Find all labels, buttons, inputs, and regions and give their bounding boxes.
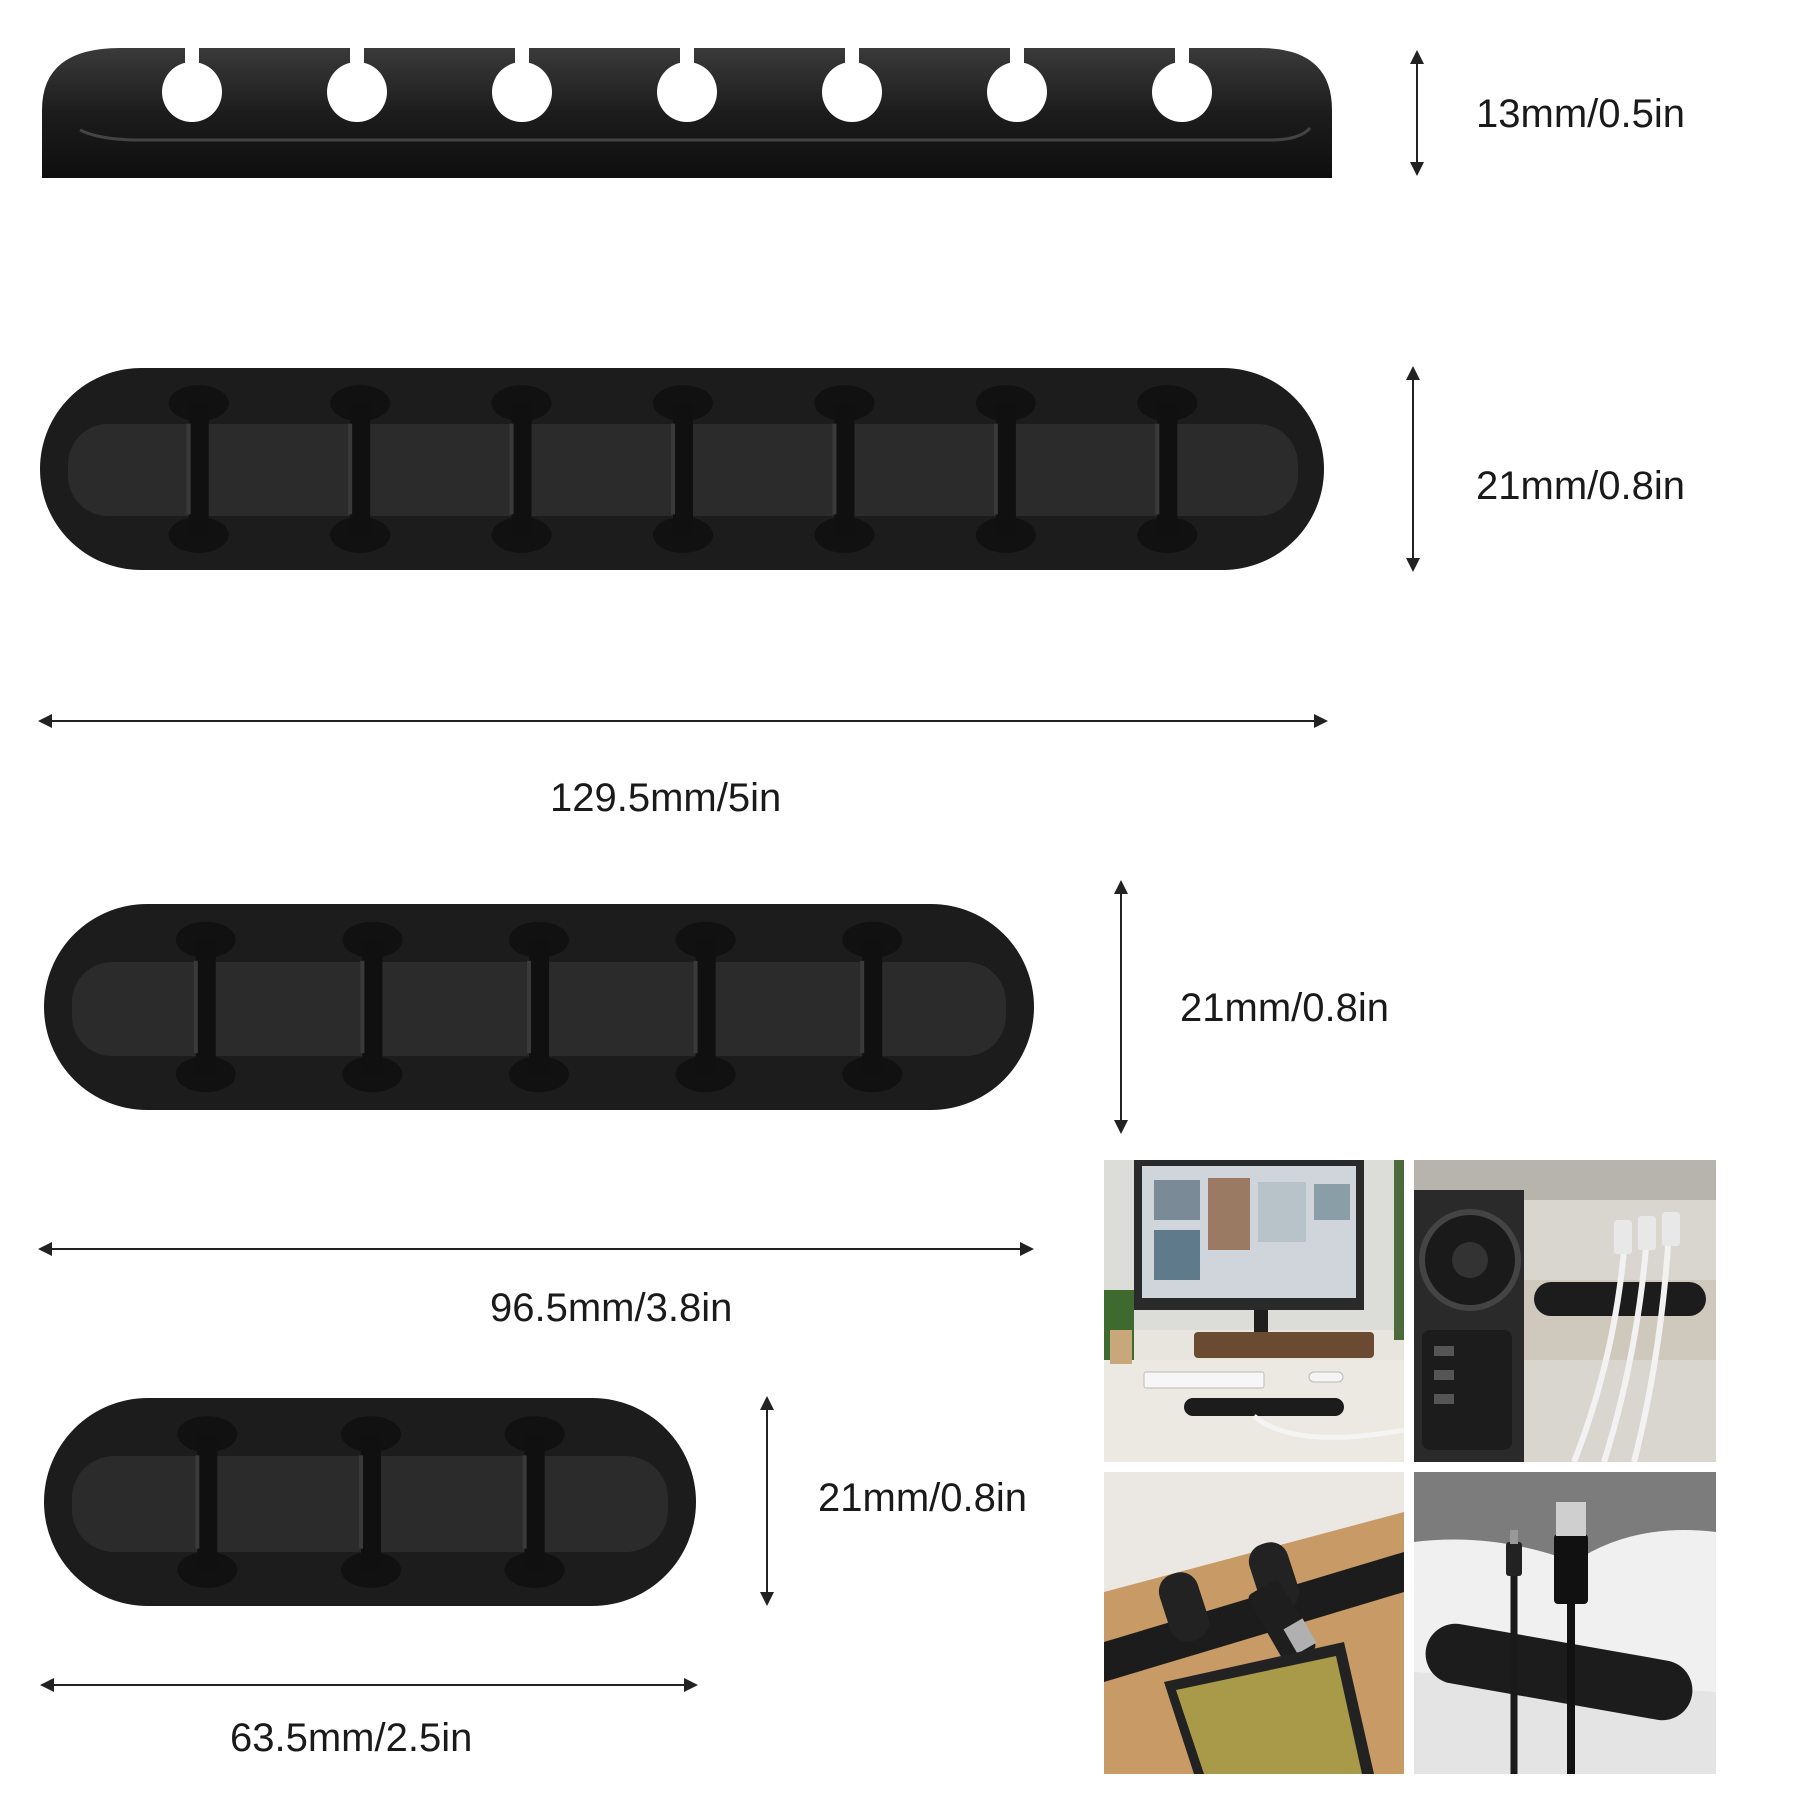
photo-car-dashboard — [1414, 1160, 1716, 1462]
short-width-label: 63.5mm/2.5in — [230, 1716, 473, 1760]
slot-hole — [492, 40, 552, 122]
short-height-label: 21mm/0.8in — [818, 1476, 1027, 1520]
slot-hole — [327, 40, 387, 122]
slot — [1137, 385, 1198, 553]
slot — [168, 385, 229, 553]
slot — [842, 921, 903, 1093]
slot — [491, 385, 552, 553]
long-width-arrow — [38, 714, 1328, 728]
slot — [342, 921, 403, 1093]
long-height-label: 21mm/0.8in — [1476, 464, 1685, 508]
cable-clip-top-view — [42, 40, 1332, 178]
medium-height-label: 21mm/0.8in — [1180, 986, 1389, 1030]
photo-desk-monitor — [1104, 1160, 1404, 1462]
medium-width-label: 96.5mm/3.8in — [490, 1286, 733, 1330]
slot — [814, 385, 875, 553]
medium-width-arrow — [38, 1242, 1034, 1256]
slot-hole — [162, 40, 222, 122]
slot — [504, 1416, 565, 1588]
slot — [653, 385, 713, 553]
slot-hole — [657, 40, 717, 122]
photo-desk-cables — [1104, 1472, 1404, 1774]
slot — [175, 921, 236, 1093]
slot — [509, 921, 569, 1093]
top-height-label: 13mm/0.5in — [1476, 92, 1685, 136]
slot-hole — [822, 40, 882, 122]
long-height-arrow — [1406, 366, 1420, 572]
cable-clip-7-slot — [40, 368, 1324, 570]
top-height-arrow — [1410, 50, 1424, 176]
slot — [975, 385, 1036, 553]
short-width-arrow — [40, 1678, 698, 1692]
slot — [675, 921, 736, 1093]
slot-hole — [987, 40, 1047, 122]
cable-clip-3-slot — [44, 1398, 696, 1606]
cable-clip-5-slot — [44, 904, 1034, 1110]
short-height-arrow — [760, 1396, 774, 1606]
slot-hole — [1152, 40, 1212, 122]
photo-cable-usb — [1414, 1472, 1716, 1774]
long-width-label: 129.5mm/5in — [550, 776, 782, 820]
slot — [330, 385, 391, 553]
slot — [341, 1416, 401, 1588]
slot — [177, 1416, 238, 1588]
medium-height-arrow — [1114, 880, 1128, 1134]
